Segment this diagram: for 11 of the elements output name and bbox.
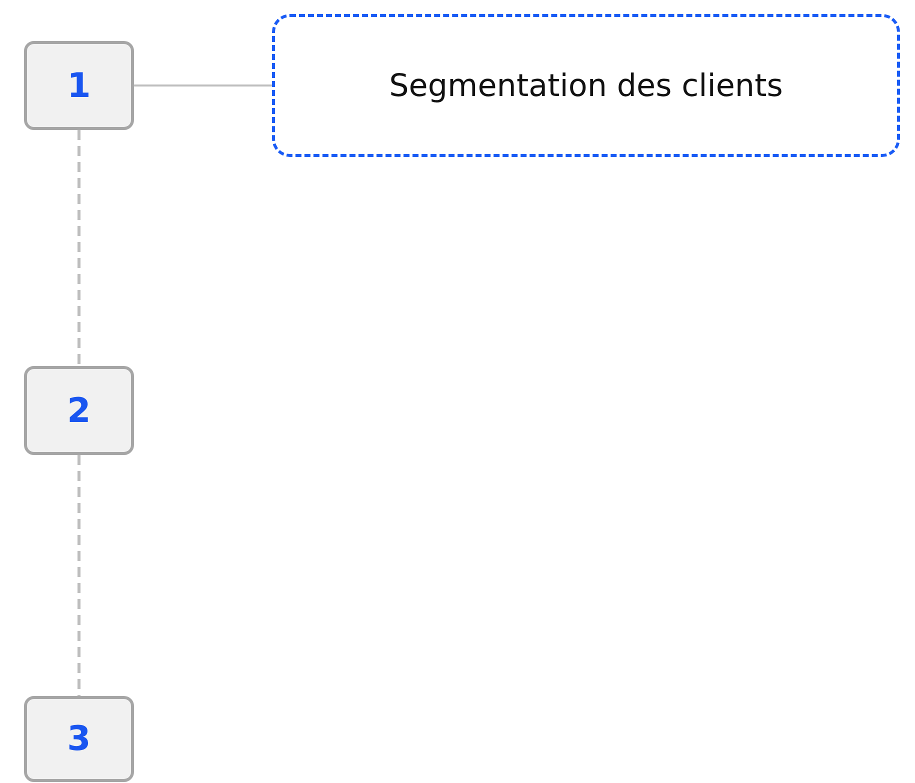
step-number: 3	[67, 719, 91, 759]
connector-line	[78, 130, 80, 366]
step-number-box	[24, 696, 134, 782]
dashed-callout-box	[272, 14, 900, 157]
step-number-box	[24, 41, 134, 130]
connector-line	[78, 455, 80, 696]
step-number: 1	[67, 66, 91, 106]
step-number: 2	[67, 390, 91, 430]
step-number-box	[24, 366, 134, 455]
connector-line	[134, 84, 272, 86]
callout-text: Segmentation des clients	[389, 68, 783, 104]
